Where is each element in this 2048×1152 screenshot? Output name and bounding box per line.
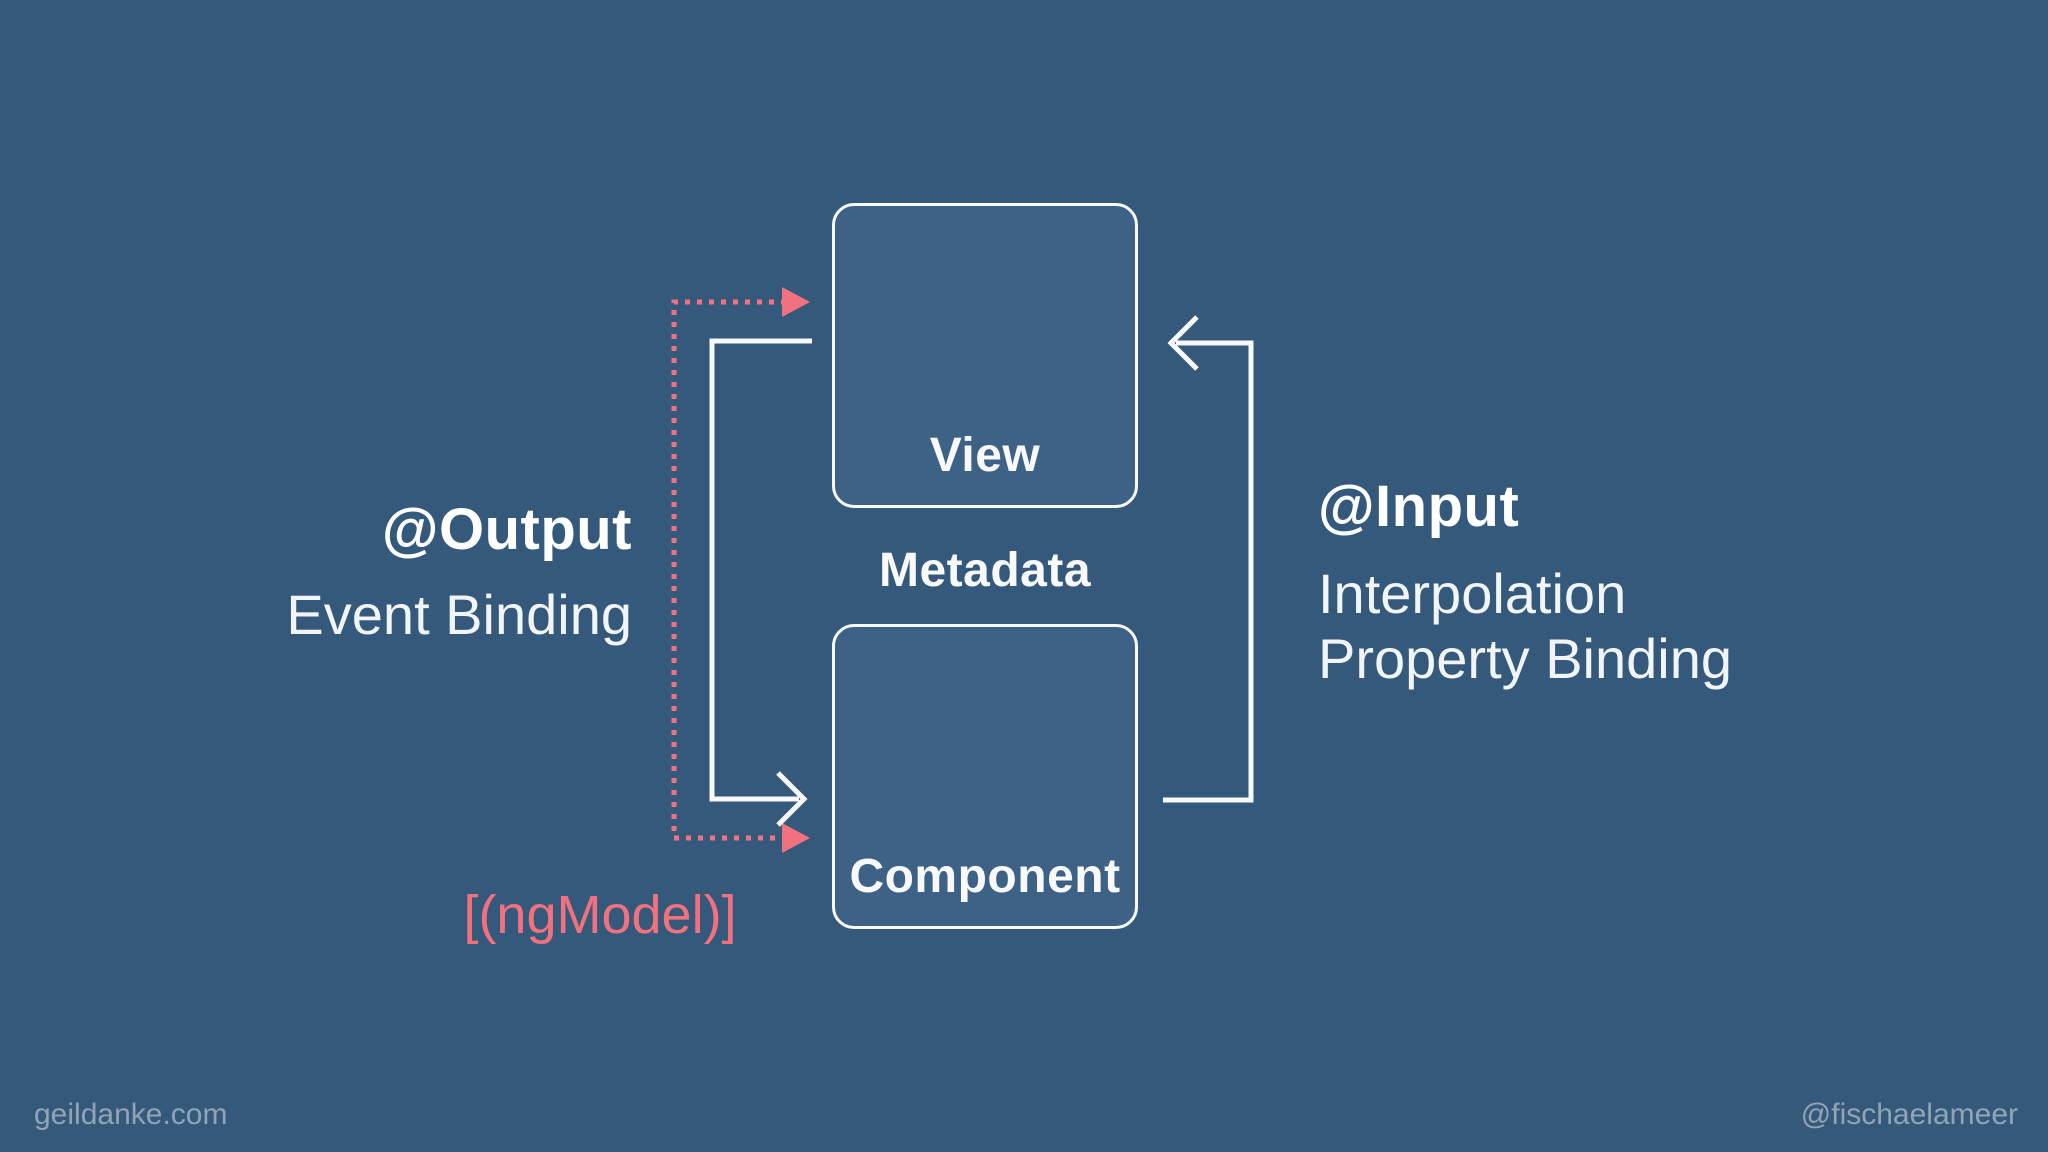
output-annotation-subtitle: Event Binding [286,583,632,646]
input-annotation-line-property-binding: Property Binding [1318,627,1733,690]
ngmodel-two-way-arrow [671,287,810,853]
view-box: View [832,203,1138,508]
output-annotation: @Output Event Binding [160,499,632,647]
component-box-label: Component [849,850,1121,903]
input-binding-arrow [1163,315,1254,803]
footer-site-credit: geildanke.com [34,1098,228,1131]
ngmodel-arrowhead-to-view [782,287,810,317]
footer-author-handle: @fischaelameer [1800,1098,2018,1131]
input-binding-arrowhead [1167,315,1199,371]
ngmodel-label: [(ngModel)] [463,885,737,945]
input-annotation-title: @Input [1318,474,1520,539]
input-annotation-line-interpolation: Interpolation [1318,562,1627,625]
output-annotation-title: @Output [381,497,632,562]
event-binding-arrow [709,338,812,827]
input-annotation: @Input Interpolation Property Binding [1318,476,1878,691]
ngmodel-arrowhead-to-component [782,823,810,853]
metadata-label: Metadata [878,544,1092,597]
event-binding-arrowhead [776,771,808,827]
view-box-label: View [929,429,1041,482]
component-box: Component [832,624,1138,929]
